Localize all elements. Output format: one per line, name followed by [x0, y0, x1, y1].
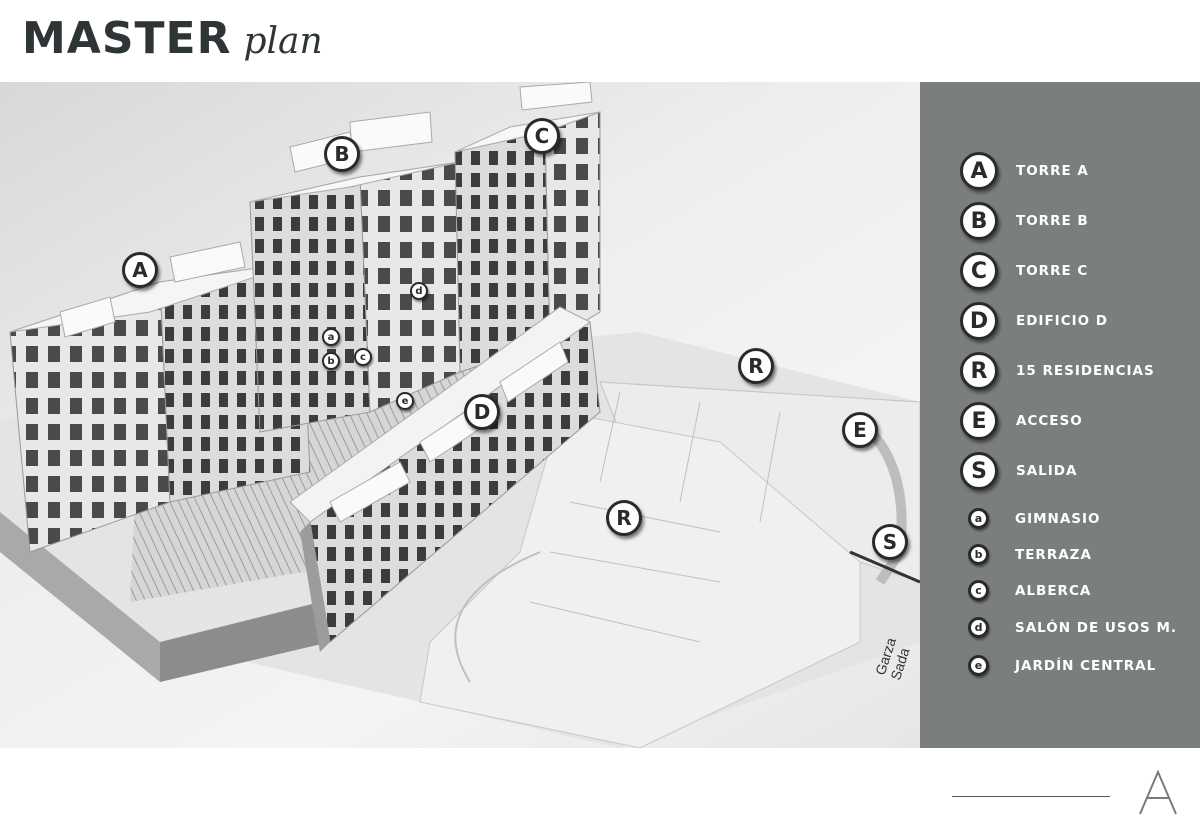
legend-item-gimnasio: a GIMNASIO	[968, 508, 1101, 529]
footer-divider	[952, 796, 1110, 797]
legend-item-torre-c: C TORRE C	[960, 252, 1088, 290]
legend-badge: S	[960, 452, 998, 490]
legend-badge: c	[968, 580, 989, 601]
marker-e-small[interactable]: e	[396, 392, 414, 410]
legend-badge: D	[960, 302, 998, 340]
marker-a[interactable]: A	[122, 252, 158, 288]
legend-badge: B	[960, 202, 998, 240]
marker-s[interactable]: S	[872, 524, 908, 560]
legend-badge: e	[968, 655, 989, 676]
legend-item-salon-usos: d SALÓN DE USOS M.	[968, 617, 1177, 638]
legend-label: EDIFICIO D	[1016, 313, 1109, 329]
marker-d-small[interactable]: d	[410, 282, 428, 300]
legend-label: GIMNASIO	[1015, 510, 1101, 527]
legend-badge: b	[968, 544, 989, 565]
brand-logo-icon	[1139, 769, 1177, 815]
page-title: MASTER	[22, 13, 232, 64]
legend-badge: A	[960, 152, 998, 190]
legend-item-residencias: R 15 RESIDENCIAS	[960, 352, 1155, 390]
tower-b-facade	[249, 176, 371, 433]
legend-item-alberca: c ALBERCA	[968, 580, 1091, 601]
marker-b-small[interactable]: b	[322, 352, 340, 370]
building-d-roof	[289, 306, 591, 523]
legend-label: TORRE B	[1016, 213, 1089, 229]
master-plan-model: A B C D R R E S a b c d e Garza Sada	[0, 82, 920, 748]
legend-label: TORRE C	[1016, 263, 1089, 279]
legend-badge: R	[960, 352, 998, 390]
legend-item-torre-a: A TORRE A	[960, 152, 1089, 190]
legend-badge: d	[968, 617, 989, 638]
legend-label: JARDÍN CENTRAL	[1015, 657, 1157, 674]
legend-label: ALBERCA	[1015, 582, 1092, 599]
legend-item-salida: S SALIDA	[960, 452, 1077, 490]
legend-item-terraza: b TERRAZA	[968, 544, 1092, 565]
marker-c-small[interactable]: c	[354, 348, 372, 366]
marker-a-small[interactable]: a	[322, 328, 340, 346]
marker-b[interactable]: B	[324, 136, 360, 172]
marker-r-lower[interactable]: R	[606, 500, 642, 536]
legend-label: SALIDA	[1016, 463, 1078, 479]
legend-label: TORRE A	[1016, 163, 1089, 179]
legend-badge: C	[960, 252, 998, 290]
legend-item-acceso: E ACCESO	[960, 402, 1083, 440]
marker-r-upper[interactable]: R	[738, 348, 774, 384]
legend-item-torre-b: B TORRE B	[960, 202, 1089, 240]
platform-edge	[0, 512, 160, 682]
model-illustration	[0, 82, 920, 748]
page-header: MASTER plan	[22, 6, 323, 72]
legend-item-edificio-d: D EDIFICIO D	[960, 302, 1108, 340]
residences-lots-lower	[419, 411, 861, 748]
page-subtitle: plan	[243, 21, 323, 62]
legend-item-jardin-central: e JARDÍN CENTRAL	[968, 655, 1156, 676]
platform-edge	[160, 602, 330, 682]
legend-panel: A TORRE A B TORRE B C TORRE C D EDIFICIO…	[920, 82, 1200, 748]
legend-label: 15 RESIDENCIAS	[1016, 363, 1155, 379]
marker-c[interactable]: C	[524, 118, 560, 154]
legend-label: TERRAZA	[1015, 546, 1092, 563]
legend-badge: E	[960, 402, 998, 440]
marker-e[interactable]: E	[842, 412, 878, 448]
legend-badge: a	[968, 508, 989, 529]
legend-label: ACCESO	[1016, 413, 1083, 429]
legend-label: SALÓN DE USOS M.	[1015, 619, 1178, 636]
marker-d[interactable]: D	[464, 394, 500, 430]
